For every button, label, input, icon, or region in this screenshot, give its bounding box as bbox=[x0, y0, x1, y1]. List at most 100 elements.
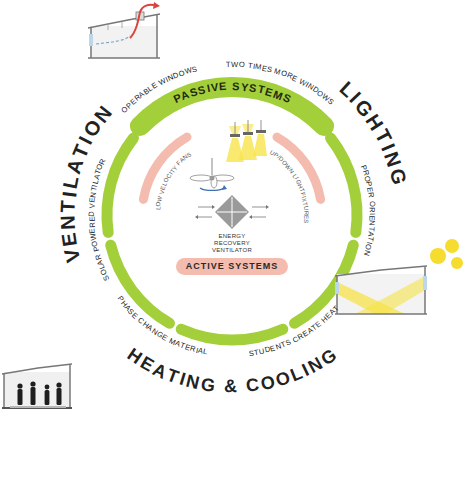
arc-letter: O bbox=[367, 200, 375, 206]
arc-letter: R bbox=[303, 210, 309, 215]
arc-letter: E bbox=[88, 217, 96, 222]
ring-arcs bbox=[107, 87, 357, 340]
arc-letter: T bbox=[226, 61, 231, 69]
arrow-head bbox=[153, 2, 160, 9]
wall bbox=[424, 267, 426, 314]
arc-letter: T bbox=[247, 62, 253, 70]
system-label: ENERGY RECOVERY VENTILATOR bbox=[200, 233, 264, 254]
arc-letter: S bbox=[302, 219, 309, 224]
section-title: VENTILATION bbox=[57, 103, 115, 267]
roof-line bbox=[335, 266, 427, 276]
arc-letter: I bbox=[59, 190, 81, 198]
window bbox=[423, 276, 427, 290]
wall bbox=[69, 365, 71, 408]
arc-letter: S bbox=[266, 65, 273, 74]
floor-line bbox=[88, 57, 160, 59]
arc-letter: R bbox=[366, 192, 375, 198]
ceiling-fan bbox=[190, 158, 234, 190]
arc-letter bbox=[216, 377, 222, 396]
floor-line bbox=[2, 407, 72, 409]
window bbox=[335, 282, 339, 294]
arc-letter: T bbox=[302, 202, 309, 207]
arc-letter: L bbox=[203, 348, 209, 357]
arc-letter: O bbox=[155, 201, 162, 207]
pill-title: ACTIVE SYSTEMS bbox=[176, 258, 289, 275]
strategy-label: STUDENTS CREATE HEAT bbox=[247, 304, 342, 359]
arc-letter: I bbox=[368, 213, 376, 215]
arc-letter: O bbox=[239, 61, 245, 69]
arc-letter: M bbox=[254, 63, 262, 72]
sun-circles bbox=[430, 239, 463, 269]
system-pill: ACTIVE SYSTEMS bbox=[176, 258, 289, 275]
room-fill bbox=[337, 274, 425, 314]
arc-letter: Y bbox=[240, 81, 248, 93]
arc-letter: W bbox=[89, 233, 98, 241]
arc-letter: C bbox=[245, 376, 260, 396]
air-flow bbox=[96, 36, 130, 44]
lighting-section bbox=[335, 266, 427, 314]
floor-line bbox=[335, 313, 427, 315]
arc-letter: N bbox=[184, 372, 201, 393]
arc-letter: E bbox=[368, 215, 376, 220]
arc-letter: N bbox=[368, 220, 376, 226]
section-title: LIGHTING bbox=[335, 78, 409, 188]
arc-letter: R bbox=[368, 207, 376, 213]
arc-letter: G bbox=[386, 167, 410, 187]
arc-letter: V bbox=[88, 203, 96, 209]
wall bbox=[3, 374, 5, 408]
arc-letter: U bbox=[302, 206, 309, 211]
arc-letter: A bbox=[366, 231, 374, 237]
arc-letter: L bbox=[155, 206, 162, 210]
ventilation-section bbox=[88, 2, 160, 58]
strategy-label: PROPER ORIENTATION bbox=[359, 163, 377, 258]
fixture bbox=[122, 22, 123, 28]
arc-letter: & bbox=[224, 377, 237, 396]
passive-band: PASSIVE SYSTEMS bbox=[171, 80, 294, 106]
roof-line bbox=[88, 14, 160, 28]
arc-letter bbox=[88, 208, 96, 210]
arc-letter: W bbox=[231, 61, 238, 69]
ring-segment bbox=[111, 245, 170, 323]
room-fill bbox=[90, 26, 158, 58]
arc-letter: D bbox=[88, 211, 96, 216]
arc-letter: E bbox=[219, 81, 227, 93]
band-title: PASSIVE SYSTEMS bbox=[171, 80, 294, 106]
arc-letter: N bbox=[362, 249, 371, 256]
arc-letter: V bbox=[210, 82, 219, 94]
arc-letter: T bbox=[57, 199, 79, 212]
system-label: UP/DOWN LIGHTFIXTURES bbox=[268, 149, 310, 226]
roof-line bbox=[2, 364, 72, 374]
arc-letter bbox=[238, 377, 244, 396]
arc-letter bbox=[367, 198, 375, 201]
arc-letter: S bbox=[232, 81, 240, 93]
fixture bbox=[108, 24, 109, 30]
strategy-label: OPERABLE WINDOWS bbox=[120, 65, 199, 115]
system-label: LOW VELOCITY FANS bbox=[154, 151, 193, 213]
ring-segment bbox=[181, 329, 283, 340]
wall bbox=[156, 15, 158, 58]
strategy-label: SOLAR POWERED VENTILATOR bbox=[87, 157, 112, 283]
arc-letter: V bbox=[61, 246, 85, 264]
inner-arc bbox=[277, 137, 321, 199]
erv-symbol bbox=[195, 195, 269, 229]
arc-letter: N bbox=[89, 191, 98, 198]
people bbox=[17, 381, 61, 405]
exhaust-arrow bbox=[130, 5, 154, 38]
arc-letter: G bbox=[200, 375, 217, 396]
room-fill bbox=[4, 372, 70, 408]
light-fixtures bbox=[226, 120, 267, 162]
section-title: HEATING & COOLING bbox=[124, 346, 339, 397]
arc-letter: E bbox=[58, 231, 81, 247]
arc-letter: E bbox=[89, 228, 97, 234]
inner-arc bbox=[143, 137, 187, 199]
window bbox=[89, 34, 93, 46]
arc-letter: E bbox=[303, 215, 309, 219]
heating-section bbox=[2, 364, 72, 408]
arc-letter: A bbox=[63, 157, 87, 177]
arc-letter: L bbox=[60, 174, 83, 190]
arc-letter: T bbox=[367, 226, 375, 231]
passive-band bbox=[140, 87, 324, 126]
arc-letter: W bbox=[156, 195, 163, 202]
arc-letter: R bbox=[88, 222, 96, 228]
arc-letter bbox=[228, 81, 231, 93]
